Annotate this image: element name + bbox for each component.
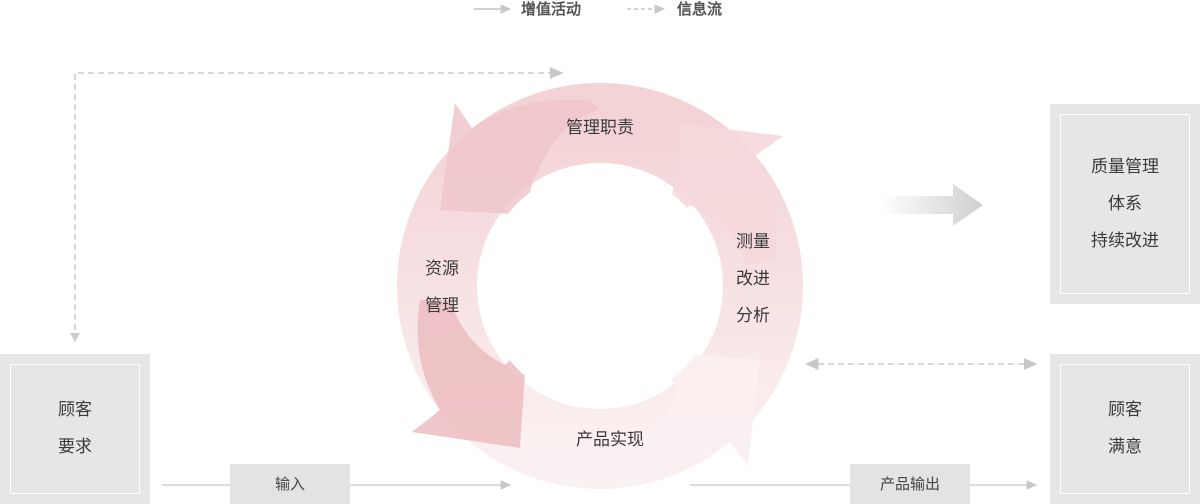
cycle-ring (397, 83, 803, 489)
customer-requirement-line1: 顾客 (58, 400, 92, 420)
legend-value-activity: 增值活动 (521, 0, 582, 18)
qms-line2: 体系 (1108, 193, 1142, 214)
output-tag: 产品输出 (850, 464, 970, 504)
customer-satisfaction-box: 顾客 满意 (1050, 354, 1200, 504)
cycle-label-resource-line1: 资源 (425, 259, 459, 279)
cycle-label-resource-line2: 管理 (425, 296, 459, 316)
info-flow-top (74, 67, 564, 340)
to-qms-arrow (880, 184, 983, 226)
cycle-label-management: 管理职责 (566, 118, 634, 138)
cycle-label-measure-line3: 分析 (736, 306, 770, 326)
cycle-arrow-management (440, 99, 600, 216)
qms-box: 质量管理 体系 持续改进 (1050, 104, 1200, 304)
cycle-label-measure-line2: 改进 (736, 269, 770, 289)
cycle-label-measure: 测量 改进 分析 (728, 224, 778, 335)
cycle-label-measure-line1: 测量 (736, 232, 770, 252)
qms-line3: 持续改进 (1091, 230, 1159, 251)
customer-satisfaction-line2: 满意 (1108, 437, 1142, 457)
qms-line1: 质量管理 (1091, 156, 1159, 177)
cycle-arrow-product (610, 352, 760, 476)
legend-info-flow: 信息流 (677, 0, 723, 18)
cycle-arrow-resource (412, 300, 527, 448)
cycle-arrow-measure (668, 124, 783, 265)
customer-requirement-box: 顾客 要求 (0, 354, 150, 504)
customer-requirement-line2: 要求 (58, 437, 92, 457)
cycle-center (483, 169, 717, 403)
cycle-label-product: 产品实现 (576, 430, 644, 450)
info-flow-top-down-arrowhead (70, 333, 80, 342)
cycle-label-resource: 资源 管理 (417, 251, 467, 325)
customer-satisfaction-line1: 顾客 (1108, 400, 1142, 420)
input-tag: 输入 (230, 464, 350, 504)
